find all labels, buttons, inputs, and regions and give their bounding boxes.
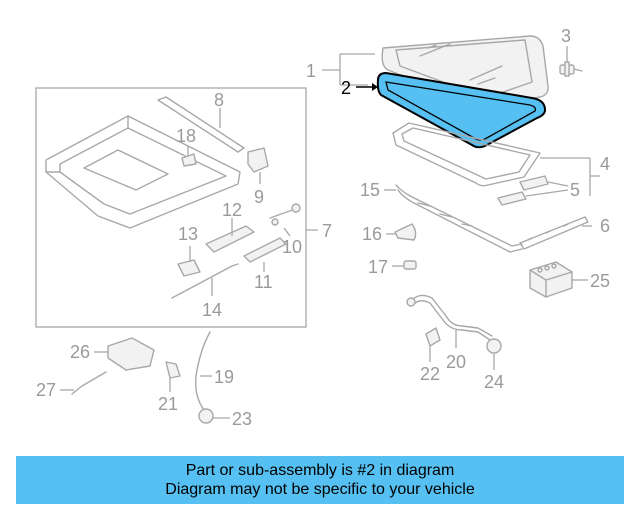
rail-part-8 <box>157 96 245 153</box>
sub-assembly-box <box>35 87 307 328</box>
callout-26: 26 <box>70 342 90 362</box>
bracket-parts <box>497 175 549 206</box>
banner-line-1: Part or sub-assembly is #2 in diagram <box>185 462 455 479</box>
sunroof-frame <box>392 122 541 187</box>
link-part-10 <box>269 203 301 226</box>
parts-diagram: 1 2 3 4 5 6 7 8 9 10 11 12 13 14 15 16 1… <box>35 26 610 429</box>
callout-15: 15 <box>360 180 380 200</box>
callout-24: 24 <box>484 372 504 392</box>
cable-part-14 <box>171 263 239 299</box>
callout-13: 13 <box>178 224 198 244</box>
pad-part <box>394 223 417 241</box>
sunroof-motor <box>529 261 573 298</box>
side-rail <box>519 216 589 250</box>
callout-2: 2 <box>341 78 351 98</box>
callout-23: 23 <box>232 409 252 429</box>
callout-11: 11 <box>254 272 273 292</box>
callout-27: 27 <box>36 380 56 400</box>
callout-6: 6 <box>600 216 610 236</box>
callout-25: 25 <box>590 271 610 291</box>
callout-22: 22 <box>420 364 440 384</box>
clamp-part-22 <box>425 327 441 347</box>
block-part-13 <box>177 259 201 277</box>
callout-21: 21 <box>158 394 178 414</box>
hose-part-27 <box>71 371 107 395</box>
guide-part-12 <box>205 225 255 253</box>
callout-labels: 1 2 3 4 5 6 7 8 9 10 11 12 13 14 15 16 1… <box>36 26 610 429</box>
roof-frame <box>45 115 241 229</box>
callout-3: 3 <box>561 26 571 46</box>
callout-9: 9 <box>254 187 264 207</box>
drain-rail <box>395 184 523 253</box>
callout-19: 19 <box>214 367 234 387</box>
bracket-part-18 <box>181 153 197 167</box>
bolt-icon <box>559 61 583 77</box>
callout-17: 17 <box>368 257 388 277</box>
guide-part-11 <box>243 237 287 263</box>
clip-part-21 <box>165 361 181 379</box>
callout-18: 18 <box>176 126 196 146</box>
sunroof-seal-highlighted <box>376 71 547 149</box>
info-banner: Part or sub-assembly is #2 in diagram Di… <box>16 456 624 504</box>
hose-part-19 <box>194 331 211 411</box>
grommet-part-23 <box>198 408 214 424</box>
callout-4: 4 <box>600 154 610 174</box>
drain-hose <box>406 294 493 341</box>
clip-part <box>403 260 417 270</box>
callout-1: 1 <box>306 61 316 81</box>
banner-line-2: Diagram may not be specific to your vehi… <box>165 481 475 498</box>
leader-lines <box>60 46 600 419</box>
callout-5: 5 <box>570 180 580 200</box>
callout-7: 7 <box>322 221 332 241</box>
callout-10: 10 <box>282 237 302 257</box>
callout-8: 8 <box>214 90 224 110</box>
bracket-part-9 <box>247 147 269 173</box>
motor-cover-part-26 <box>107 337 155 371</box>
callout-12: 12 <box>222 200 242 220</box>
grommet-part-24 <box>486 338 502 354</box>
callout-20: 20 <box>446 352 466 372</box>
callout-16: 16 <box>362 224 382 244</box>
sunroof-glass-panel <box>381 35 549 109</box>
callout-14: 14 <box>202 300 222 320</box>
